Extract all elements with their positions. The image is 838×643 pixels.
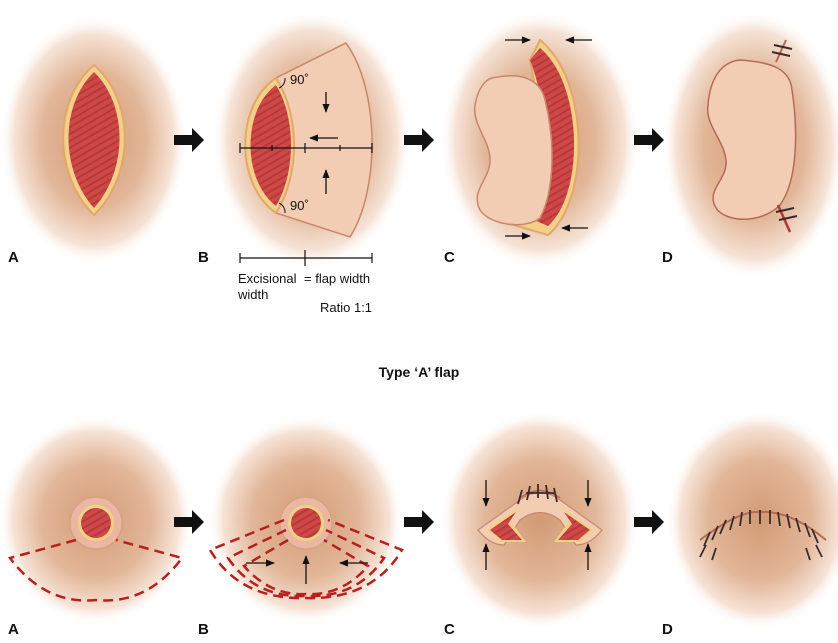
top-label-b: B (198, 249, 209, 266)
step-arrow-bottom-2 (404, 510, 434, 534)
figure-title: Type ‘A’ flap (379, 364, 460, 380)
flap-width-label: = flap width (304, 271, 370, 286)
bottom-label-a: A (8, 621, 19, 638)
bottom-panel-d (666, 410, 838, 630)
bottom-panel-a (0, 415, 194, 625)
bottom-panel-b (208, 415, 404, 625)
top-panel-a (0, 15, 188, 265)
ratio-label: Ratio 1:1 (320, 300, 372, 315)
top-panel-d (662, 10, 838, 280)
top-label-a: A (8, 249, 19, 266)
bottom-label-d: D (662, 621, 673, 638)
excisional-label: Excisional (238, 271, 297, 286)
angle-label-bottom: 90˚ (290, 198, 309, 213)
top-label-d: D (662, 249, 673, 266)
bottom-panel-c (440, 410, 640, 630)
width-label: width (237, 287, 268, 302)
angle-label-top: 90˚ (290, 72, 309, 87)
top-label-c: C (444, 249, 455, 266)
top-panel-b (212, 10, 412, 270)
top-panel-c (440, 10, 640, 270)
bottom-label-b: B (198, 621, 209, 638)
bottom-label-c: C (444, 621, 455, 638)
